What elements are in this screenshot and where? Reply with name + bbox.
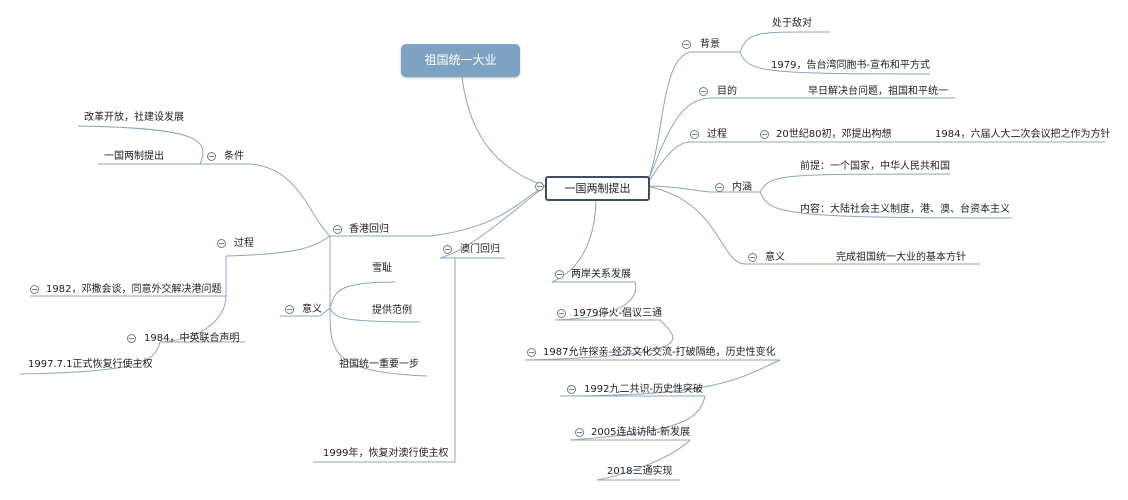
node-guocheng[interactable]: 过程 — [707, 129, 727, 140]
collapse-icon-mudi[interactable] — [699, 87, 708, 96]
central-topic[interactable]: 一国两制提出 — [545, 176, 650, 201]
node-yiyi[interactable]: 意义 — [765, 252, 785, 263]
node-tiaojian[interactable]: 条件 — [224, 151, 244, 162]
node-neihan[interactable]: 内涵 — [732, 182, 752, 193]
collapse-icon-center[interactable] — [535, 182, 544, 191]
collapse-icon-xianggang[interactable] — [333, 225, 342, 234]
collapse-icon-lianan[interactable] — [555, 270, 564, 279]
node-hk-yiyi[interactable]: 意义 — [302, 304, 322, 315]
node-xianggang[interactable]: 香港回归 — [349, 224, 389, 235]
node-neihan-2[interactable]: 内容：大陆社会主义制度，港、澳、台资本主义 — [800, 204, 1010, 215]
node-beijing-1[interactable]: 处于敌对 — [772, 18, 812, 29]
node-tiaojian-1[interactable]: 改革开放，社建设发展 — [84, 112, 184, 123]
node-hk-guocheng-1[interactable]: 1982，邓撒会谈，同意外交解决港问题 — [46, 284, 222, 295]
collapse-icon-guocheng-1[interactable] — [760, 130, 769, 139]
node-mudi-1[interactable]: 早日解决台问题，祖国和平统一 — [808, 86, 948, 97]
collapse-icon-lianan-3[interactable] — [567, 385, 576, 394]
collapse-icon-hk-guocheng-1[interactable] — [30, 285, 39, 294]
topic-title[interactable]: 祖国统一大业 — [401, 44, 520, 77]
collapse-icon-lianan-2[interactable] — [527, 348, 536, 357]
collapse-icon-aomen[interactable] — [443, 245, 452, 254]
node-tiaojian-2[interactable]: 一国两制提出 — [104, 151, 164, 162]
collapse-icon-lianan-1[interactable] — [557, 309, 566, 318]
collapse-icon-hk-yiyi[interactable] — [285, 305, 294, 314]
node-hk-yiyi-3[interactable]: 祖国统一重要一步 — [339, 359, 419, 370]
node-lianan-3[interactable]: 1992九二共识-历史性突破 — [584, 384, 704, 395]
collapse-icon-beijing[interactable] — [682, 40, 691, 49]
node-beijing-2[interactable]: 1979，告台湾同胞书-宣布和平方式 — [771, 60, 931, 71]
node-lianan-5[interactable]: 2018三通实现 — [607, 466, 673, 477]
collapse-icon-lianan-4[interactable] — [575, 428, 584, 437]
collapse-icon-neihan[interactable] — [715, 183, 724, 192]
node-hk-guocheng-3[interactable]: 1997.7.1正式恢复行使主权 — [28, 359, 153, 370]
collapse-icon-hk-guocheng-2[interactable] — [127, 334, 136, 343]
node-yiyi-1[interactable]: 完成祖国统一大业的基本方针 — [836, 252, 966, 263]
node-hk-guocheng-2[interactable]: 1984，中英联合声明 — [144, 333, 240, 344]
node-aomen-1[interactable]: 1999年，恢复对澳行使主权 — [323, 448, 449, 459]
node-lianan-1[interactable]: 1979停火-倡议三通 — [573, 308, 663, 319]
node-guocheng-1[interactable]: 20世纪80初，邓提出构想 — [776, 129, 892, 140]
node-lianan-2[interactable]: 1987允许探亲-经济文化交流-打破隔绝，历史性变化 — [543, 347, 776, 358]
node-hk-yiyi-1[interactable]: 雪耻 — [372, 263, 392, 274]
node-neihan-1[interactable]: 前提：一个国家，中华人民共和国 — [800, 161, 950, 172]
node-lianan-4[interactable]: 2005连战访陆-新发展 — [591, 427, 691, 438]
collapse-icon-guocheng[interactable] — [690, 130, 699, 139]
node-lianan[interactable]: 两岸关系发展 — [571, 269, 631, 280]
node-hk-guocheng[interactable]: 过程 — [234, 238, 254, 249]
collapse-icon-yiyi[interactable] — [748, 253, 757, 262]
node-guocheng-2[interactable]: 1984，六届人大二次会议把之作为方针 — [935, 129, 1111, 140]
collapse-icon-tiaojian[interactable] — [207, 152, 216, 161]
node-hk-yiyi-2[interactable]: 提供范例 — [372, 305, 412, 316]
node-aomen[interactable]: 澳门回归 — [460, 244, 500, 255]
collapse-icon-hk-guocheng[interactable] — [217, 239, 226, 248]
node-beijing[interactable]: 背景 — [700, 39, 720, 50]
node-mudi[interactable]: 目的 — [717, 86, 737, 97]
